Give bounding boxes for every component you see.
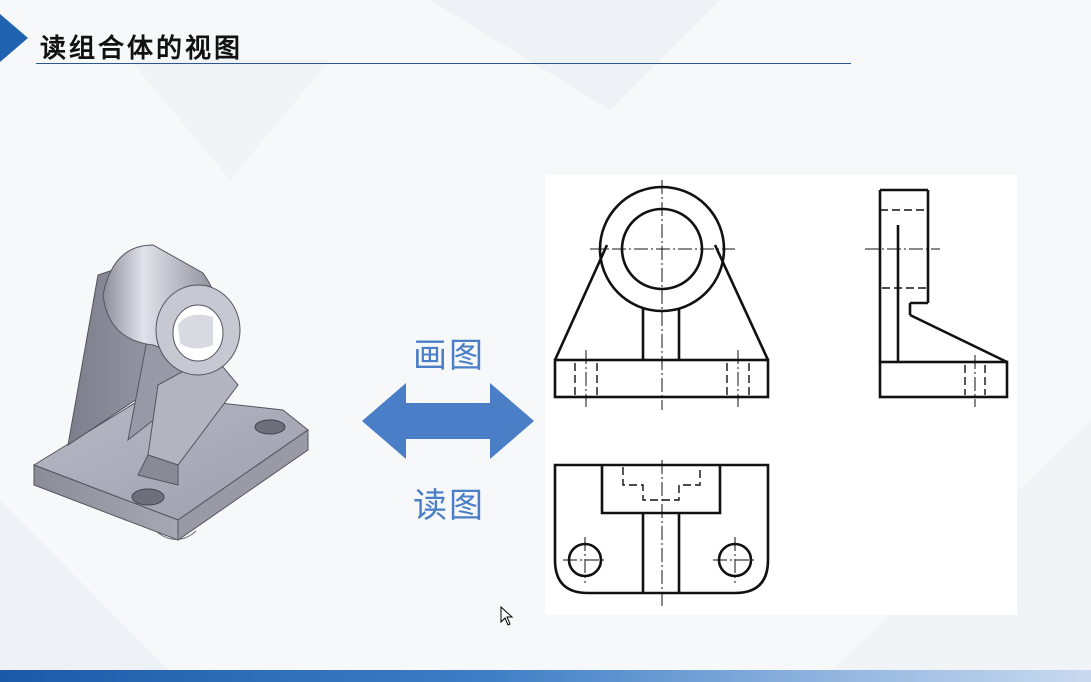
bottom-accent-bar: [0, 670, 1091, 682]
mouse-pointer-icon: [500, 606, 514, 626]
three-view-drawing: [553, 180, 1009, 607]
orthographic-views-panel: [545, 175, 1017, 615]
top-view-outline: [553, 463, 770, 595]
page-title: 读组合体的视图: [40, 34, 244, 64]
title-bar: 读组合体的视图: [0, 0, 1091, 80]
double-arrow-icon: [362, 383, 534, 459]
draw-label: 画图: [413, 336, 485, 376]
isometric-part-illustration: [32, 244, 309, 541]
title-accent-tab: [0, 14, 28, 62]
read-label: 读图: [413, 486, 485, 526]
title-underline: [36, 63, 851, 64]
side-view-base: [878, 360, 1009, 399]
